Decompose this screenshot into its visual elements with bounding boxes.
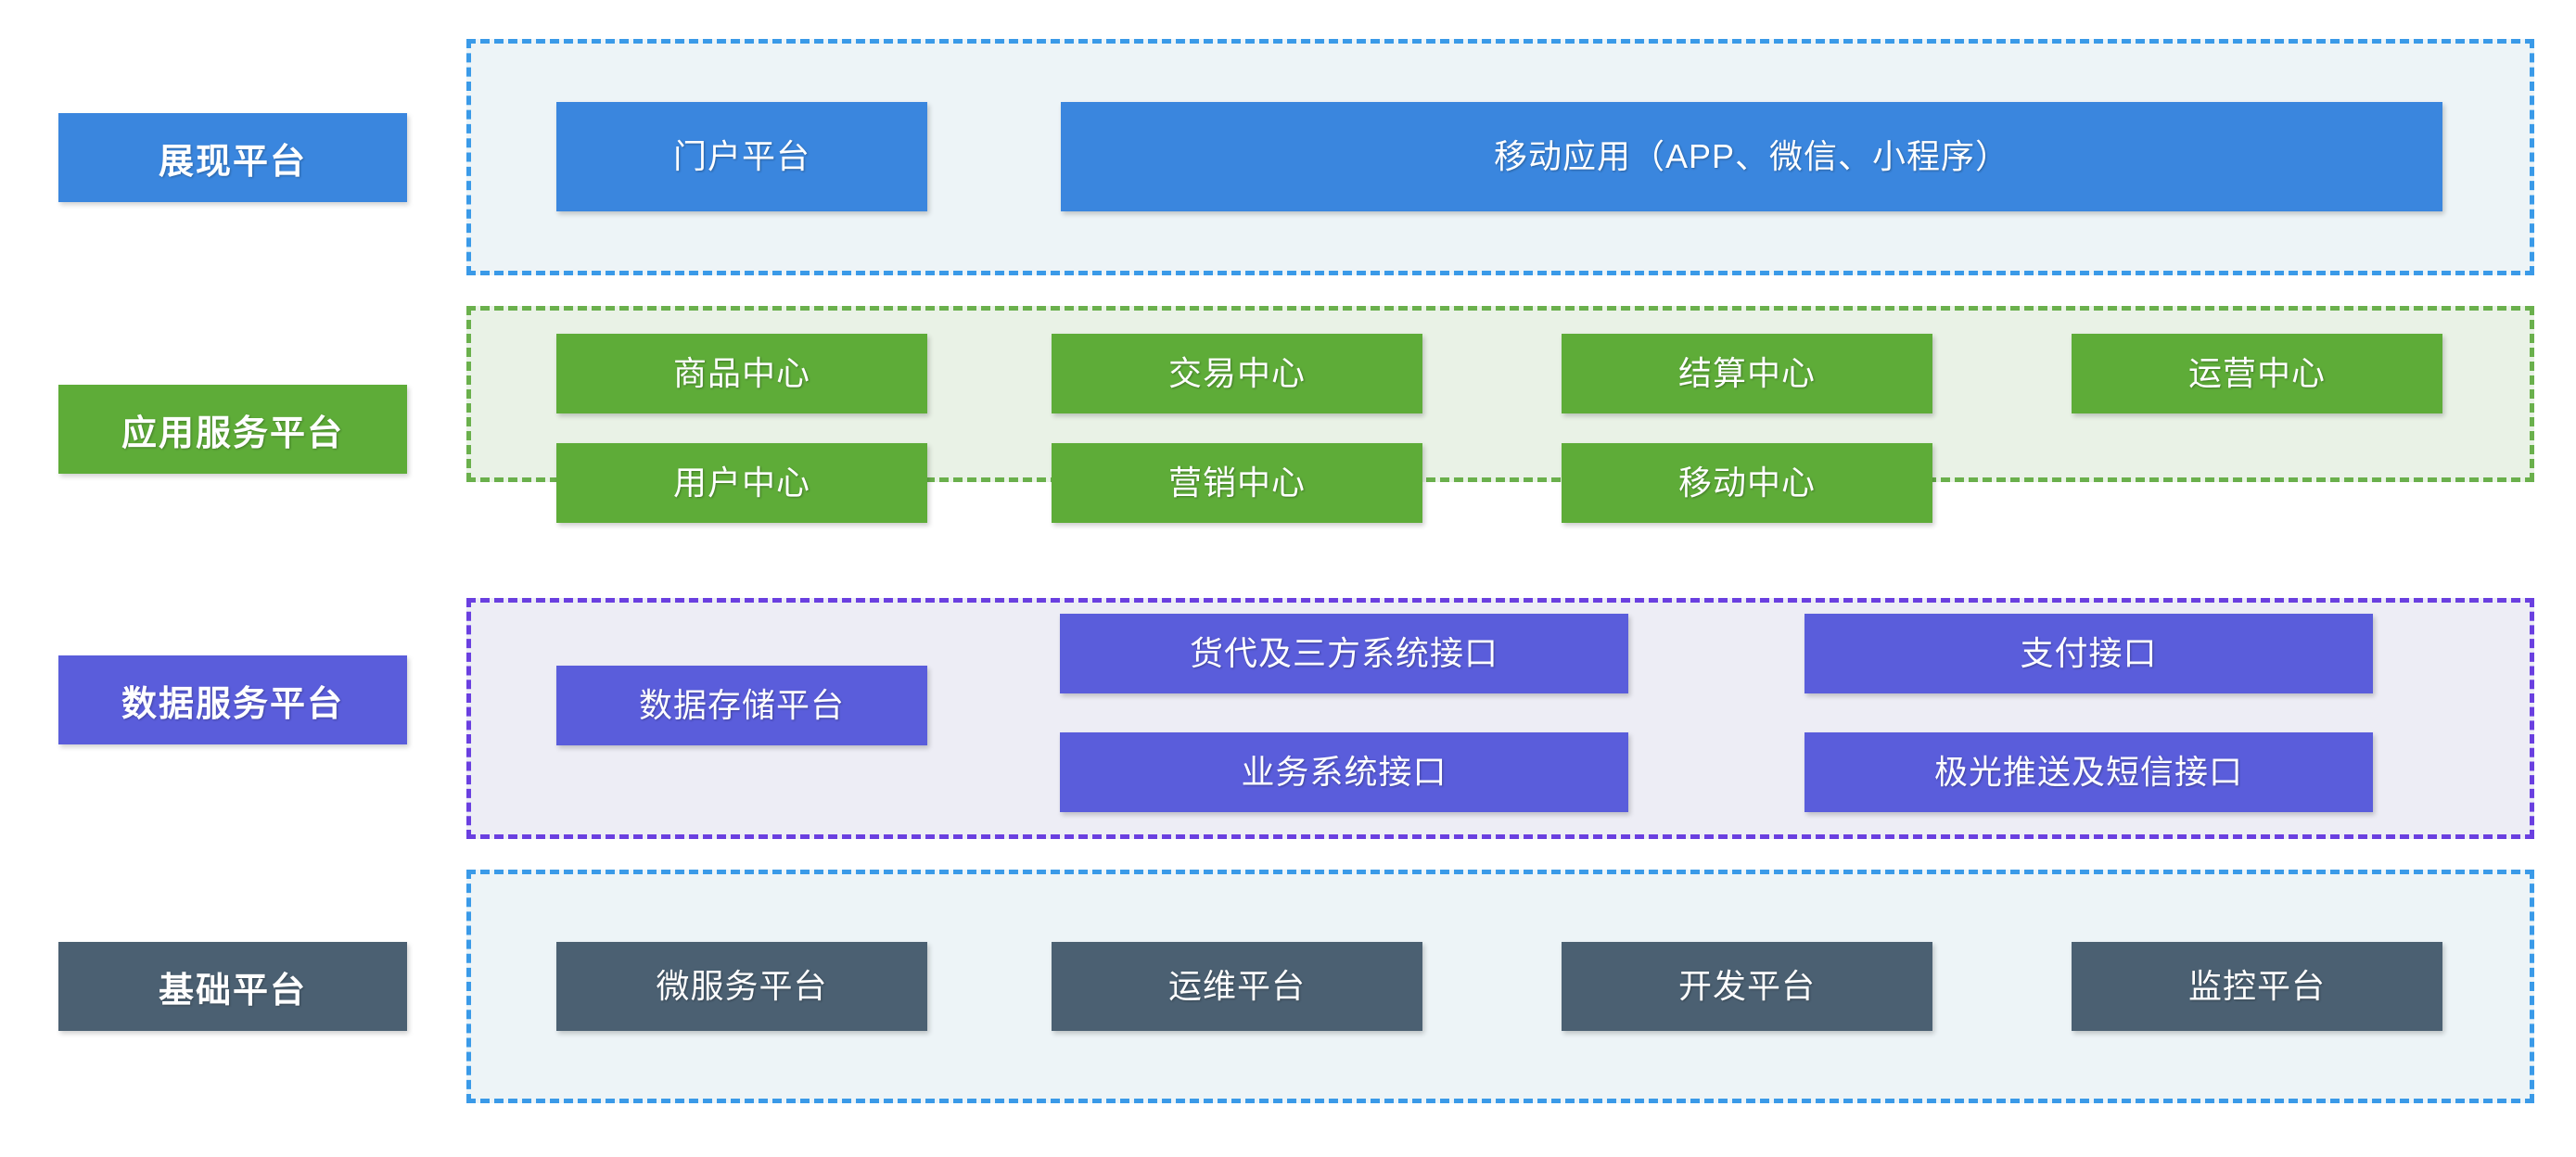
node-label: 运营中心 — [2187, 354, 2326, 393]
layer-label-text: 基础平台 — [158, 971, 307, 1011]
layer-label-text: 数据服务平台 — [121, 684, 344, 724]
node-user-center[interactable]: 用户中心 — [556, 443, 927, 523]
node-label: 移动中心 — [1677, 464, 1816, 502]
node-data-storage-platform[interactable]: 数据存储平台 — [556, 666, 927, 745]
node-label: 支付接口 — [2020, 634, 2158, 673]
layer-label-application-service[interactable]: 应用服务平台 — [58, 385, 407, 474]
node-settlement-center[interactable]: 结算中心 — [1562, 334, 1932, 413]
node-label: 开发平台 — [1677, 967, 1816, 1006]
node-label: 数据存储平台 — [638, 686, 845, 725]
layer-label-data-service[interactable]: 数据服务平台 — [58, 655, 407, 744]
node-development-platform[interactable]: 开发平台 — [1562, 942, 1932, 1031]
layer-label-presentation[interactable]: 展现平台 — [58, 113, 407, 202]
node-label: 货代及三方系统接口 — [1189, 634, 1498, 673]
node-product-center[interactable]: 商品中心 — [556, 334, 927, 413]
node-microservice-platform[interactable]: 微服务平台 — [556, 942, 927, 1031]
node-label: 监控平台 — [2187, 967, 2326, 1006]
node-label: 结算中心 — [1677, 354, 1816, 393]
node-label: 用户中心 — [672, 464, 810, 502]
node-label: 门户平台 — [672, 137, 810, 176]
node-operations-platform[interactable]: 运维平台 — [1052, 942, 1422, 1031]
layer-label-text: 应用服务平台 — [121, 413, 344, 453]
node-operation-center[interactable]: 运营中心 — [2072, 334, 2442, 413]
node-monitoring-platform[interactable]: 监控平台 — [2072, 942, 2442, 1031]
node-label: 移动应用（APP、微信、小程序） — [1493, 137, 2010, 176]
node-freight-and-third-party-interface[interactable]: 货代及三方系统接口 — [1060, 614, 1628, 693]
node-marketing-center[interactable]: 营销中心 — [1052, 443, 1422, 523]
node-label: 微服务平台 — [656, 967, 828, 1006]
node-portal-platform[interactable]: 门户平台 — [556, 102, 927, 211]
node-label: 交易中心 — [1167, 354, 1306, 393]
layer-label-text: 展现平台 — [158, 142, 307, 182]
node-label: 极光推送及短信接口 — [1933, 753, 2243, 792]
node-mobile-application[interactable]: 移动应用（APP、微信、小程序） — [1061, 102, 2442, 211]
node-mobile-center[interactable]: 移动中心 — [1562, 443, 1932, 523]
node-business-system-interface[interactable]: 业务系统接口 — [1060, 732, 1628, 812]
node-label: 商品中心 — [672, 354, 810, 393]
node-label: 营销中心 — [1167, 464, 1306, 502]
node-jpush-and-sms-interface[interactable]: 极光推送及短信接口 — [1804, 732, 2373, 812]
node-label: 运维平台 — [1167, 967, 1306, 1006]
node-transaction-center[interactable]: 交易中心 — [1052, 334, 1422, 413]
node-payment-interface[interactable]: 支付接口 — [1804, 614, 2373, 693]
node-label: 业务系统接口 — [1241, 753, 1447, 792]
layer-label-infrastructure[interactable]: 基础平台 — [58, 942, 407, 1031]
